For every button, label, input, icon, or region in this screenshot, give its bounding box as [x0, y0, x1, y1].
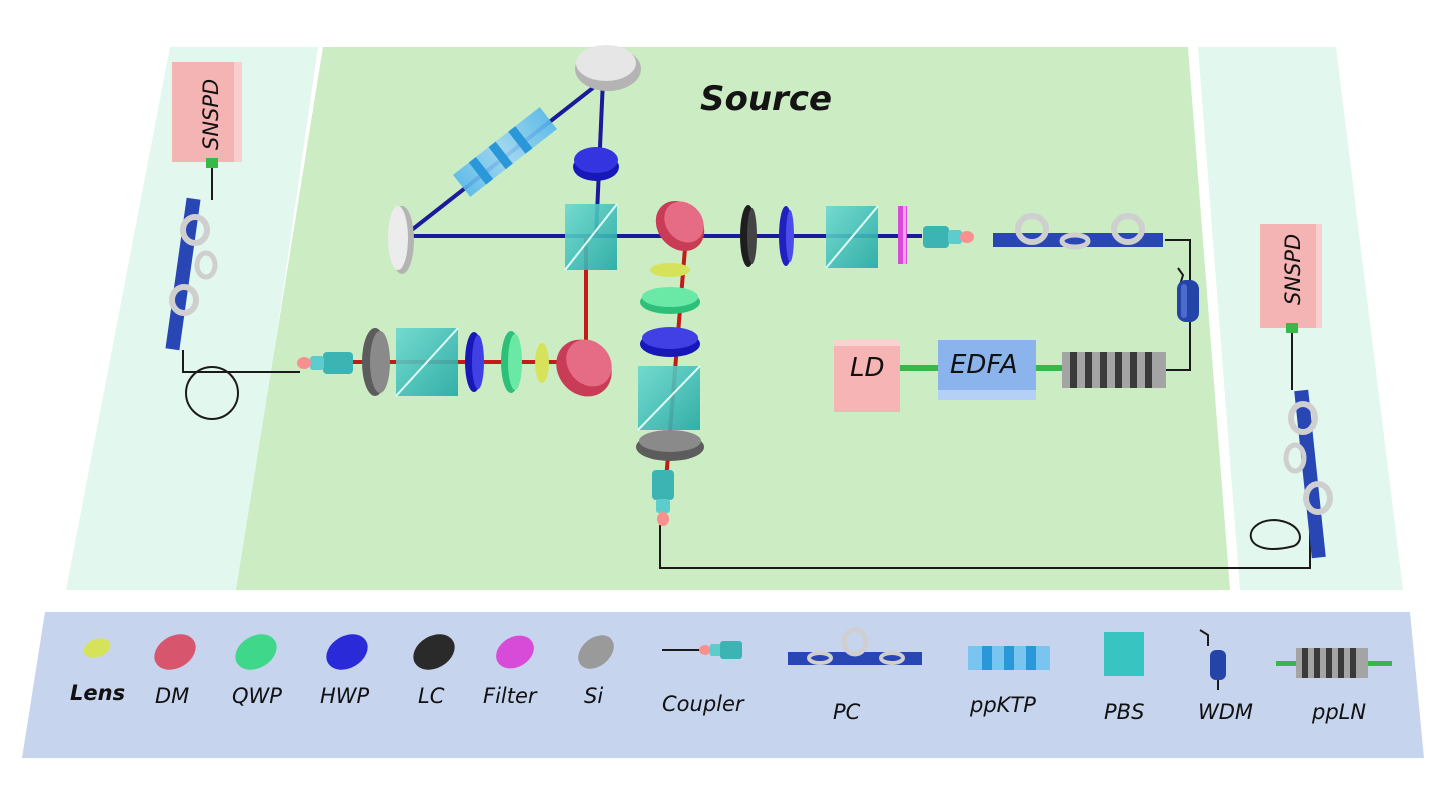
legend-wdm-label: WDM	[1198, 700, 1253, 724]
legend-hwp: HWP	[320, 634, 370, 708]
legend-filter: Filter	[483, 635, 538, 708]
ld-box: LD	[834, 340, 900, 412]
lens-left	[535, 343, 549, 383]
legend-pbs: PBS	[1104, 632, 1144, 724]
pc-left	[165, 197, 218, 351]
fibers	[182, 168, 1311, 569]
legend: Lens DM QWP HWP LC Filter Si	[70, 627, 1392, 724]
legend-pc-label: PC	[833, 700, 861, 724]
hwp-left	[465, 332, 484, 392]
snspd-left: SNSPD	[172, 62, 242, 168]
legend-ppktp-label: ppKTP	[969, 693, 1036, 717]
si-mirror-left	[388, 206, 414, 274]
legend-si: Si	[578, 635, 614, 708]
edfa-box: EDFA	[938, 340, 1036, 400]
filter-pump	[898, 206, 907, 264]
legend-pbs-icon	[1104, 632, 1144, 676]
snspd-right: SNSPD	[1260, 224, 1322, 333]
source-panel	[236, 47, 1230, 590]
edfa-label: EDFA	[950, 350, 1018, 380]
coupler-left	[297, 352, 353, 374]
ppln-crystal	[1062, 352, 1166, 388]
snspd-right-label: SNSPD	[1281, 234, 1305, 305]
legend-qwp-icon	[235, 634, 277, 670]
legend-wdm: WDM	[1198, 629, 1253, 724]
legend-pc: PC	[788, 627, 922, 724]
legend-lc-label: LC	[418, 684, 445, 708]
legend-pbs-label: PBS	[1104, 700, 1144, 724]
pbs-center	[564, 203, 618, 271]
legend-hwp-icon	[326, 634, 368, 670]
legend-ppln-label: ppLN	[1311, 700, 1366, 724]
legend-dm: DM	[154, 634, 196, 708]
ppktp-crystal	[453, 107, 557, 197]
legend-panel	[22, 612, 1424, 758]
legend-dm-icon	[154, 634, 196, 670]
legend-ppln-icon	[1276, 648, 1392, 678]
legend-lens: Lens	[70, 638, 125, 705]
legend-ppln: ppLN	[1276, 648, 1392, 724]
source-title: Source	[700, 79, 832, 119]
qwp-lower	[640, 287, 700, 314]
hwp-pump	[779, 206, 794, 266]
hwp-top	[573, 147, 619, 181]
legend-ppktp-icon	[968, 646, 1050, 670]
hwp-lower	[640, 327, 700, 357]
legend-filter-icon	[496, 635, 534, 669]
legend-si-icon	[578, 635, 614, 669]
legend-si-label: Si	[584, 684, 603, 708]
coupler-lower	[652, 470, 674, 526]
legend-lens-label: Lens	[70, 681, 125, 705]
snspd-left-label: SNSPD	[199, 79, 223, 150]
legend-coupler-label: Coupler	[662, 692, 745, 716]
lens-lower	[650, 263, 690, 277]
legend-qwp: QWP	[232, 634, 282, 708]
legend-lc-icon	[413, 634, 455, 670]
legend-dm-label: DM	[155, 684, 189, 708]
ld-edfa-link	[900, 365, 940, 371]
edfa-ppln-link	[1036, 365, 1064, 371]
lc-pump	[740, 205, 757, 267]
legend-qwp-label: QWP	[232, 684, 282, 708]
legend-wdm-icon	[1199, 629, 1226, 690]
legend-lc: LC	[413, 634, 455, 708]
legend-pc-icon	[788, 627, 922, 665]
pbs-pump	[825, 205, 879, 269]
legend-filter-label: Filter	[483, 684, 538, 708]
pbs-left	[395, 327, 459, 397]
si-mirror-top	[575, 45, 641, 91]
dm-center	[655, 200, 705, 252]
pbs-lower	[637, 365, 701, 431]
pc-right	[1283, 389, 1333, 559]
legend-hwp-label: HWP	[320, 684, 370, 708]
wdm-pump	[1177, 280, 1199, 322]
qwp-left	[501, 331, 522, 393]
lc-lower	[636, 430, 704, 461]
legend-ppktp: ppKTP	[968, 646, 1050, 717]
dm-left	[556, 339, 612, 397]
left-detector-panel	[66, 47, 318, 590]
coupler-pump	[923, 226, 974, 248]
legend-coupler-icon	[662, 641, 742, 659]
legend-lens-icon	[83, 638, 111, 658]
lc-left	[362, 328, 390, 396]
pc-pump	[993, 213, 1163, 250]
legend-coupler: Coupler	[662, 641, 745, 716]
ld-label: LD	[850, 353, 885, 383]
